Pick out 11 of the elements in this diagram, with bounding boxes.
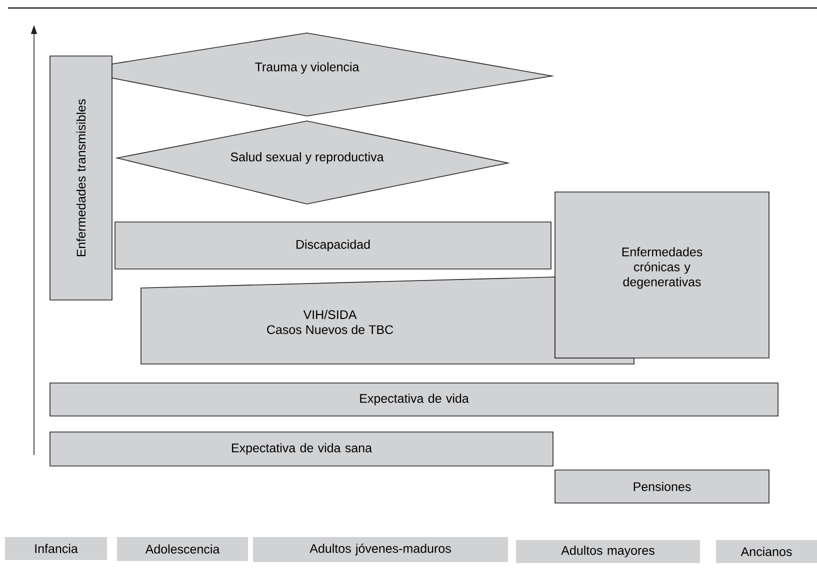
age-label: Adultos mayores	[516, 540, 700, 563]
age-label: Ancianos	[716, 540, 817, 563]
process-box: Enfermedades crónicas y degenerativas	[554, 192, 770, 358]
age-label: Adolescencia	[117, 536, 248, 561]
age-label: Infancia	[5, 536, 107, 560]
process-box: Expectativa de vida	[50, 382, 778, 416]
process-box: Enfermedades transmisibles	[50, 56, 112, 300]
process-box: Discapacidad	[114, 222, 552, 270]
age-label: Adultos jóvenes-maduros	[253, 536, 508, 562]
process-box: Expectativa de vida sana	[50, 432, 554, 466]
process-box: Pensiones	[554, 470, 770, 504]
